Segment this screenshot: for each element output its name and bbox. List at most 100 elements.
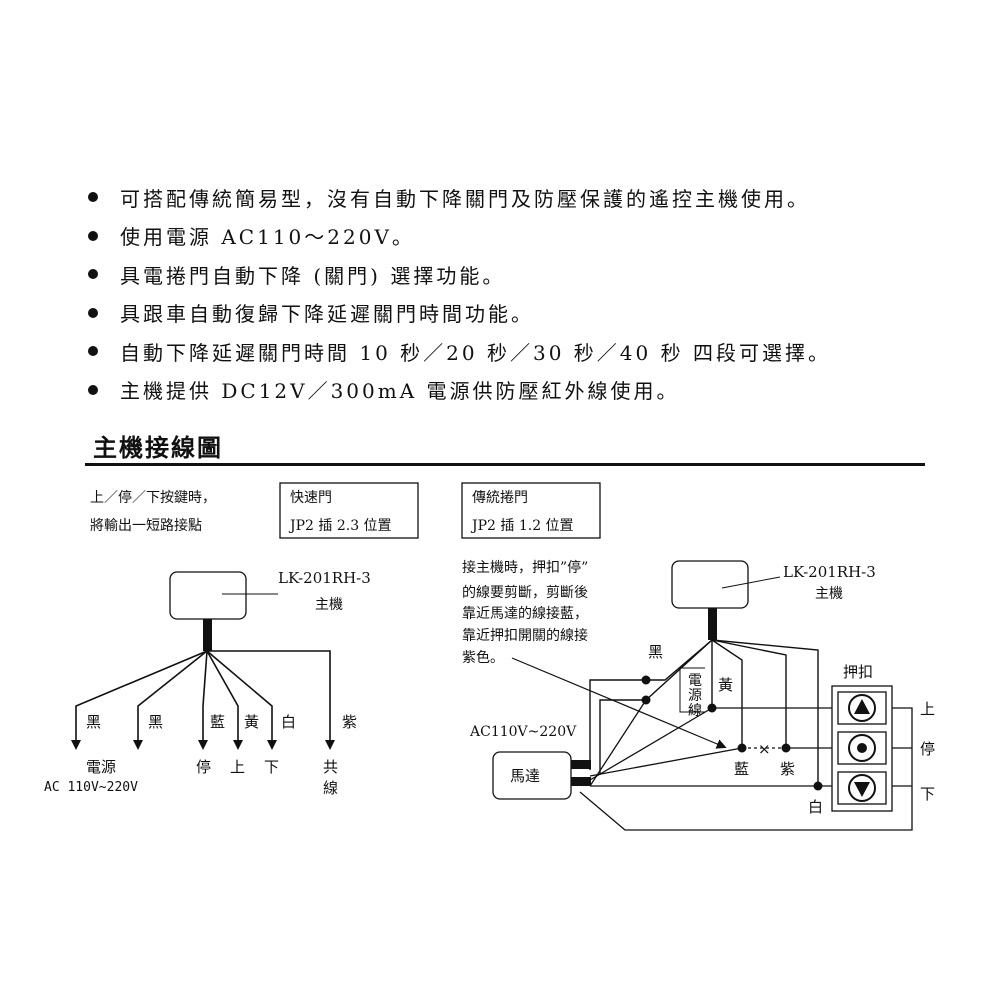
power-cable-label-2: 源: [688, 688, 702, 704]
controller-box: [169, 571, 247, 620]
label-white: 白: [808, 798, 823, 816]
power-label: 電源: [86, 758, 116, 776]
feature-item: 主機提供 DC12V／300mA 電源供防壓紅外線使用。: [88, 371, 831, 410]
label-blue: 藍: [734, 760, 749, 778]
instruction-pointer: [511, 657, 727, 749]
wire-blue: [198, 650, 208, 750]
note-line-2: 將輸出一短路接點: [90, 517, 202, 534]
wire-common-return: [579, 707, 913, 831]
wire-black-2: [133, 650, 208, 750]
wire-to-motor-blue: [589, 747, 743, 777]
bullet-icon: [88, 192, 98, 203]
bullet-icon: [88, 307, 98, 318]
section-divider: [85, 463, 925, 466]
wire-to-motor-black: [589, 699, 647, 787]
up-label: 上: [230, 758, 245, 776]
power-spec: AC 110V~220V: [44, 780, 138, 795]
fast-door-box: 快速門 JP2 插 2.3 位置: [279, 482, 419, 539]
bullet-icon: [88, 384, 98, 395]
instruction-line-1: 接主機時，押扣”停”: [462, 559, 588, 576]
stop-button-frame: [837, 731, 887, 765]
up-button-frame: [837, 691, 887, 725]
instruction-line-2: 的線要剪斷，剪斷後: [462, 585, 588, 601]
label-yellow: 黃: [718, 676, 733, 694]
stop-label: 停: [196, 758, 211, 776]
label-black: 黑: [648, 643, 663, 661]
wire-black-1: [71, 650, 208, 750]
junction-dot: [641, 675, 651, 685]
wire-purple: [207, 650, 335, 750]
fast-door-title: 快速門: [290, 490, 332, 506]
leader-line: [721, 576, 781, 589]
down-button-ring: [848, 774, 876, 802]
stop-button-ring: [848, 734, 876, 762]
section-title: 主機接線圖: [93, 434, 223, 462]
bullet-icon: [88, 346, 98, 357]
traditional-door-title: 傳統捲門: [472, 490, 528, 506]
controller-unit-label: 主機: [815, 586, 843, 602]
down-arrow-icon: [854, 782, 870, 797]
instruction-line-5: 紫色。: [462, 649, 504, 666]
push-button-title: 押扣: [843, 663, 873, 681]
cable-bundle: [708, 608, 717, 640]
label-purple: 紫: [780, 760, 795, 778]
key-note: 上／停／下按鍵時， 將輸出一短路接點: [90, 489, 216, 534]
feature-item: 自動下降延遲關門時間 10 秒／20 秒／30 秒／40 秒 四段可選擇。: [88, 332, 831, 371]
motor-terminal: [571, 760, 591, 769]
wire-white: [711, 639, 819, 786]
junction-dot: [813, 781, 823, 791]
feature-item: 具電捲門自動下降 (關門) 選擇功能。: [88, 255, 831, 294]
junction-dot: [641, 695, 651, 705]
power-cable-label-1: 電: [688, 673, 702, 689]
wire-purple: [711, 639, 787, 748]
feature-list: 可搭配傳統簡易型，沒有自動下降關門及防壓保護的遙控主機使用。 使用電源 AC11…: [88, 178, 831, 409]
note-line-1: 上／停／下按鍵時，: [90, 489, 216, 506]
instruction-line-4: 靠近押扣開關的線接: [462, 627, 588, 644]
wire-white: [206, 650, 277, 750]
feature-item: 可搭配傳統簡易型，沒有自動下降關門及防壓保護的遙控主機使用。: [88, 178, 831, 217]
wire-yellow: [206, 650, 243, 750]
motor-box: [492, 751, 572, 800]
junction-dot: [781, 743, 791, 753]
right-wiring-diagram: 接主機時，押扣”停” 的線要剪斷，剪斷後 靠近馬達的線接藍， 靠近押扣開關的線接…: [462, 559, 935, 831]
label-blue: 藍: [210, 713, 225, 731]
wire-black-2: [599, 639, 713, 775]
supply-label: AC110V~220V: [469, 724, 577, 740]
controller-unit-label: 主機: [315, 597, 343, 613]
wire-blue: [711, 639, 743, 748]
feature-item: 使用電源 AC110～220V。: [88, 217, 831, 256]
common-label-1: 共: [323, 758, 338, 776]
traditional-door-box: 傳統捲門 JP2 插 1.2 位置: [461, 482, 601, 539]
junction-dot: [707, 703, 717, 713]
cable-bundle: [203, 619, 212, 651]
label-white: 白: [281, 713, 296, 731]
power-cable-bracket: [679, 667, 705, 713]
label-yellow: 黃: [244, 713, 259, 731]
power-cable-label-3: 線: [688, 703, 702, 719]
bullet-icon: [88, 230, 98, 241]
stop-dot-icon: [857, 743, 867, 753]
wire-to-motor-yellow: [589, 707, 713, 781]
label-purple: 紫: [342, 713, 357, 731]
up-arrow-icon: [854, 699, 870, 714]
stop-label: 停: [920, 740, 935, 758]
motor-label: 馬達: [510, 767, 540, 785]
common-label-2: 線: [323, 779, 338, 797]
left-wiring-diagram: LK-201RH-3 主機 黑 黑 藍 黃 白 紫 電源 AC 110V~220…: [44, 569, 371, 797]
instruction-line-3: 靠近馬達的線接藍，: [462, 605, 588, 622]
junction-dot: [737, 743, 747, 753]
fast-door-setting: JP2 插 2.3 位置: [288, 518, 392, 534]
traditional-door-setting: JP2 插 1.2 位置: [470, 518, 574, 534]
controller-model: LK-201RH-3: [783, 563, 876, 581]
feature-item: 具跟車自動復歸下降延遲關門時間功能。: [88, 294, 831, 333]
controller-model: LK-201RH-3: [278, 569, 371, 587]
controller-box: [671, 560, 749, 609]
motor-terminal: [571, 777, 591, 786]
down-button-frame: [837, 771, 887, 805]
label-black-2: 黑: [148, 713, 163, 731]
down-label: 下: [920, 785, 935, 803]
bullet-icon: [88, 269, 98, 280]
label-black-1: 黑: [86, 713, 101, 731]
cut-mark: ×: [758, 740, 771, 758]
